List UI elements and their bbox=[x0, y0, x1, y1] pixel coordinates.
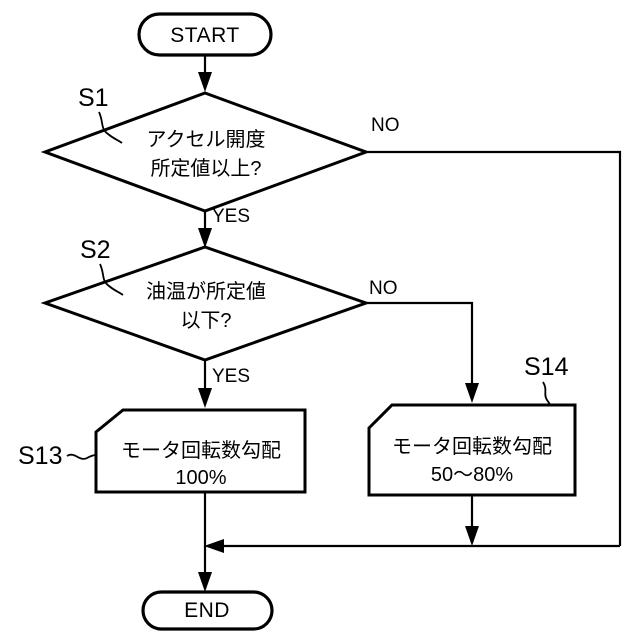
s2-text-line1: 油温が所定値 bbox=[146, 280, 266, 303]
node-s14-process[interactable]: モータ回転数勾配 50〜80% bbox=[367, 403, 577, 497]
edge-merge-bus bbox=[204, 539, 620, 553]
s13-step-annotation: S13 bbox=[18, 442, 97, 470]
s1-text-line2: 所定値以上? bbox=[150, 157, 261, 180]
s13-step-label: S13 bbox=[18, 442, 62, 470]
branch-label-s2-no: NO bbox=[369, 278, 398, 299]
edge-start-to-s1 bbox=[198, 55, 212, 92]
branch-label-s1-no: NO bbox=[371, 115, 400, 136]
s1-step-label: S1 bbox=[78, 84, 109, 112]
s14-step-label: S14 bbox=[524, 353, 569, 381]
edge-s14-to-merge bbox=[465, 495, 479, 546]
s13-text-line2: 100% bbox=[175, 467, 226, 489]
s14-text-line1: モータ回転数勾配 bbox=[392, 435, 552, 458]
s14-text-line2: 50〜80% bbox=[431, 464, 513, 486]
s2-text-line2: 以下? bbox=[180, 310, 231, 332]
node-end[interactable]: END bbox=[141, 590, 274, 631]
s1-step-annotation: S1 bbox=[78, 84, 123, 144]
start-label: START bbox=[170, 24, 239, 47]
s13-text-line1: モータ回転数勾配 bbox=[121, 439, 281, 462]
node-start[interactable]: START bbox=[137, 12, 273, 57]
branch-label-s2-yes: YES bbox=[212, 366, 250, 387]
node-s1-decision[interactable]: アクセル開度 所定値以上? bbox=[40, 91, 371, 213]
s1-text-line1: アクセル開度 bbox=[147, 128, 266, 151]
node-s13-process[interactable]: モータ回転数勾配 100% bbox=[94, 408, 307, 494]
branch-label-s1-yes: YES bbox=[212, 206, 250, 227]
node-s2-decision[interactable]: 油温が所定値 以下? bbox=[40, 245, 371, 362]
s2-step-annotation: S2 bbox=[80, 236, 124, 296]
edge-merge-to-end bbox=[198, 546, 212, 592]
edge-s2-no-to-s14 bbox=[366, 301, 479, 403]
s14-step-annotation: S14 bbox=[524, 353, 569, 407]
end-label: END bbox=[184, 599, 230, 622]
s2-step-label: S2 bbox=[80, 236, 111, 264]
edge-s1-no-to-merge bbox=[366, 150, 622, 546]
